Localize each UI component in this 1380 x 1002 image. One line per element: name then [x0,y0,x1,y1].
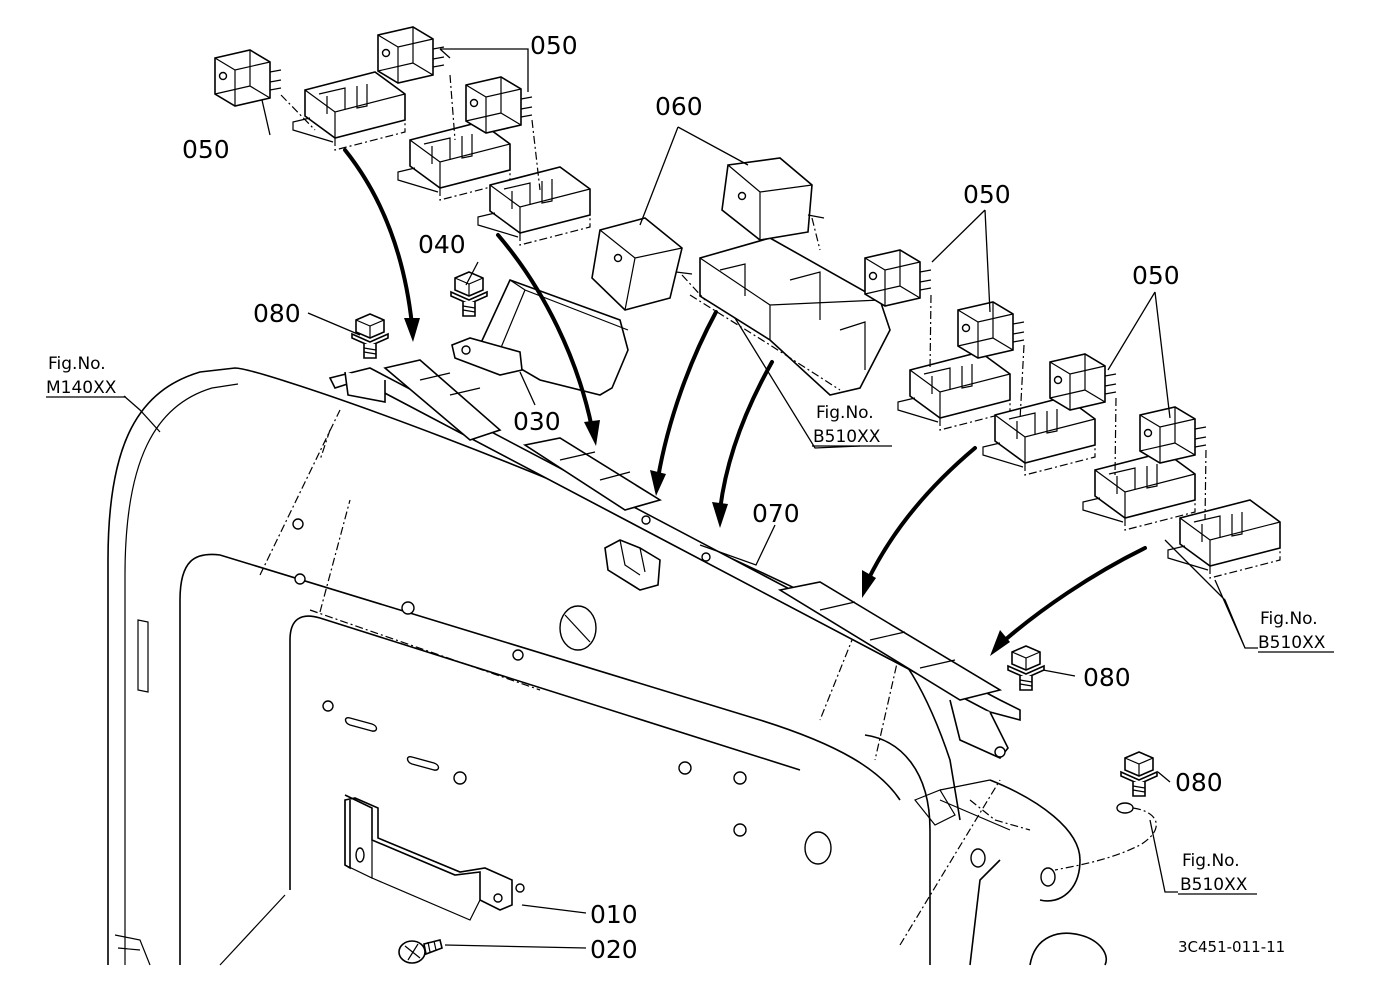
part-label-050-top-right: 050 [530,31,578,60]
bolt-080-ground [1120,751,1158,797]
relay-060-2 [721,157,825,241]
ground-wire [969,799,1157,871]
relay-060-1 [591,217,693,311]
fig-ref-b510-a-code: B510XX [813,427,881,447]
assembly-arrows [343,148,1147,656]
fig-ref-b510-a-title: Fig.No. [816,403,874,423]
part-label-030: 030 [513,407,561,436]
relay-bracket-070 [328,359,1021,759]
fig-ref-m140-title: Fig.No. [48,354,106,374]
bolt-080-right [1007,645,1045,691]
relay-050-2 [377,26,445,84]
relay-050-5 [957,301,1025,359]
drawing-code: 3C451-011-11 [1178,938,1285,956]
relay-050-3 [465,76,533,134]
part-label-040: 040 [418,230,466,259]
relay-050-4 [864,249,932,307]
screw-020 [398,939,443,964]
bracket-010 [344,794,525,921]
part-label-010: 010 [590,900,638,929]
part-label-070: 070 [752,499,800,528]
relay-socket-4 [897,351,1011,431]
relay-socket-3 [477,166,591,246]
part-label-050-left: 050 [182,135,230,164]
controller-unit-030 [451,278,629,396]
relay-socket-6 [1082,451,1196,531]
relay-050-1 [214,49,282,107]
relay-050-7 [1139,406,1207,464]
part-label-050-right: 050 [1132,261,1180,290]
leader-lines [46,48,1334,949]
relay-socket-7 [1167,499,1281,579]
fig-ref-b510-c-title: Fig.No. [1182,851,1240,871]
part-label-080-ground: 080 [1175,768,1223,797]
part-label-060: 060 [655,92,703,121]
cab-panel-frame [107,367,1107,966]
part-label-080-left: 080 [253,299,301,328]
bolt-080-left [351,313,389,359]
fig-ref-m140-code: M140XX [46,378,117,398]
part-label-050-middle: 050 [963,180,1011,209]
fig-ref-b510-b-code: B510XX [1258,633,1326,653]
part-label-080-right: 080 [1083,663,1131,692]
fig-ref-b510-c-code: B510XX [1180,875,1248,895]
alignment-lines [280,74,1207,521]
fig-ref-b510-b-title: Fig.No. [1260,609,1318,629]
relay-050-6 [1049,353,1117,411]
large-relay-socket [689,237,891,396]
part-label-020: 020 [590,935,638,964]
relay-socket-1 [292,71,406,151]
